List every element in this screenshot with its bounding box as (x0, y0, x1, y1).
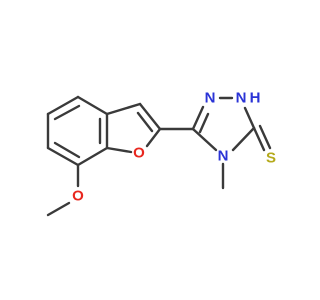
bond-benzene-a-inner (53, 104, 81, 121)
bond-benzene-d (76, 146, 109, 167)
bond-benzene-c-inner (53, 141, 81, 159)
atom-s: S (266, 150, 276, 167)
bond-furan-c3-c2 (138, 102, 162, 131)
bond-benzene-c (46, 146, 80, 167)
bond-benzene-a (46, 95, 80, 116)
bond-c3-s-a (252, 126, 266, 152)
bond-n4-c5 (191, 127, 218, 152)
atom-labels: O O N N H N S (72, 90, 276, 205)
background (0, 0, 300, 300)
atom-o-furan: O (133, 145, 145, 162)
bond-c3-s-b (258, 124, 272, 150)
bond-n2-c3 (243, 106, 256, 130)
bond-furan-c3-c2-inner (136, 111, 154, 133)
bond-c3-n4 (231, 126, 256, 152)
atom-n4: N (218, 148, 229, 165)
atom-n1: N (205, 90, 216, 107)
bond-o-methyl (46, 201, 71, 217)
atom-o-methoxy: O (72, 188, 84, 205)
bonds (46, 95, 272, 217)
bond-furan-c3a-c3 (105, 102, 142, 116)
atom-n2: N (236, 90, 247, 107)
bond-c5-n1 (191, 105, 205, 131)
bond-furan-o-c7a (105, 146, 133, 154)
bond-c5-n1-inner (198, 112, 210, 134)
bond-furan-c2-o (145, 127, 162, 148)
molecule-structure-diagram: O O N N H N S (0, 0, 300, 300)
bond-benzene-f (76, 95, 109, 116)
atom-n2-hydrogen: H (250, 90, 261, 107)
